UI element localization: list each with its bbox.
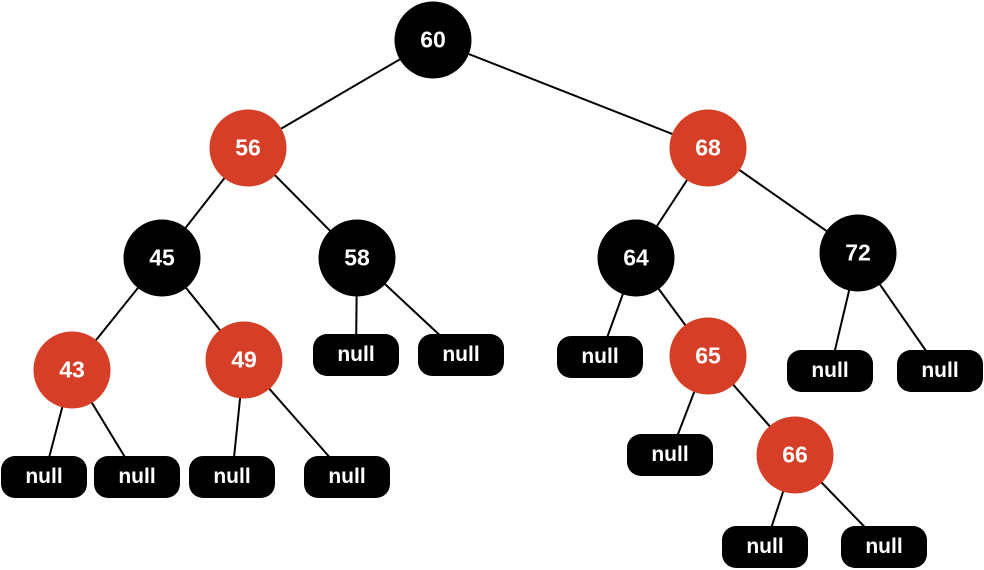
tree-node-56: 56 — [209, 109, 287, 187]
tree-node-72: 72 — [819, 214, 897, 292]
null-leaf-n66R: null — [841, 526, 927, 568]
null-leaf-n72L: null — [787, 350, 873, 392]
tree-node-68: 68 — [669, 109, 747, 187]
null-leaf-n65L: null — [627, 434, 713, 476]
null-leaf-n58L: null — [313, 334, 399, 376]
tree-node-45: 45 — [123, 219, 201, 297]
null-leaf-n72R: null — [897, 350, 983, 392]
tree-node-43: 43 — [33, 331, 111, 409]
null-leaf-n49R: null — [304, 456, 390, 498]
null-leaf-n58R: null — [418, 334, 504, 376]
tree-node-60: 60 — [394, 1, 472, 79]
null-leaf-n49L: null — [189, 456, 275, 498]
null-leaf-n66L: null — [722, 526, 808, 568]
tree-node-64: 64 — [597, 219, 675, 297]
tree-node-65: 65 — [669, 317, 747, 395]
tree-node-58: 58 — [318, 219, 396, 297]
null-leaf-n43L: null — [1, 456, 87, 498]
tree-node-66: 66 — [756, 416, 834, 494]
null-leaf-n43R: null — [94, 456, 180, 498]
tree-node-49: 49 — [205, 321, 283, 399]
null-leaf-n64L: null — [557, 336, 643, 378]
edge-60-68 — [432, 39, 709, 149]
